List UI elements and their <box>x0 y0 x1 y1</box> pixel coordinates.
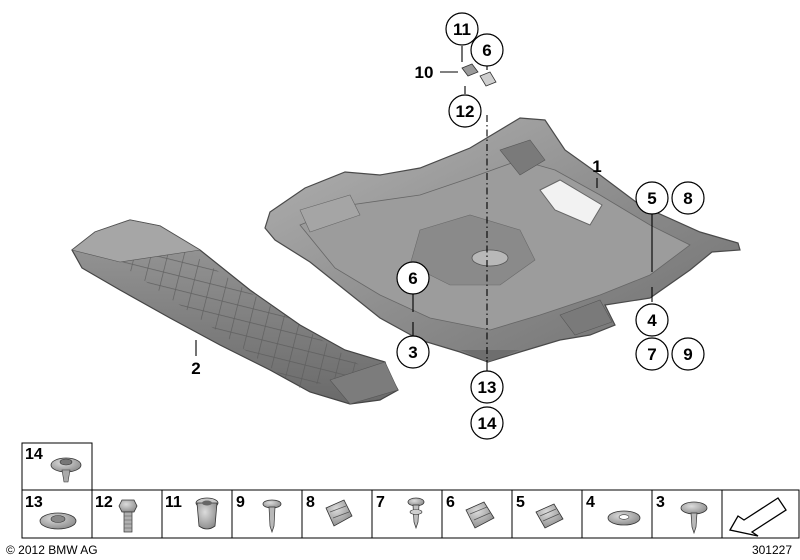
washer-icon <box>607 510 641 526</box>
bracket-parts <box>461 63 497 87</box>
parts-cell: 9 <box>236 494 282 534</box>
callout-6-mid: 6 <box>396 261 430 295</box>
callout-7: 7 <box>635 337 669 371</box>
grommet-icon <box>195 497 219 530</box>
svg-text:13: 13 <box>478 378 497 397</box>
svg-text:6: 6 <box>482 41 491 60</box>
parts-cell <box>728 497 787 537</box>
callout-9: 9 <box>671 337 705 371</box>
parts-cell: 3 <box>656 494 708 535</box>
hex-bolt-icon <box>118 499 138 533</box>
parts-cell: 14 <box>25 446 82 483</box>
callout-2: 2 <box>191 359 200 378</box>
callout-10: 10 <box>415 63 434 82</box>
svg-text:10: 10 <box>415 63 434 82</box>
svg-text:4: 4 <box>586 494 595 511</box>
svg-text:1: 1 <box>592 157 601 176</box>
svg-text:14: 14 <box>478 414 497 433</box>
parts-cell: 8 <box>306 494 353 527</box>
parts-cell: 4 <box>586 494 641 526</box>
callout-11: 11 <box>445 12 479 46</box>
svg-text:5: 5 <box>516 494 525 511</box>
svg-text:13: 13 <box>25 494 43 511</box>
svg-text:9: 9 <box>236 494 245 511</box>
svg-text:7: 7 <box>647 345 656 364</box>
spring-nut-icon <box>535 503 564 529</box>
diagram-number: 301227 <box>752 543 792 557</box>
parts-cell: 6 <box>446 494 495 529</box>
screw-with-washer-icon <box>680 501 708 535</box>
callout-6-top: 6 <box>470 33 504 67</box>
svg-text:3: 3 <box>408 343 417 362</box>
svg-text:11: 11 <box>165 494 182 511</box>
callout-5: 5 <box>635 181 669 215</box>
body-screw-icon <box>407 497 425 530</box>
copyright-text: © 2012 BMW AG <box>6 543 98 557</box>
svg-text:11: 11 <box>453 20 471 39</box>
svg-text:12: 12 <box>456 102 475 121</box>
svg-text:6: 6 <box>446 494 455 511</box>
rivet-nut-icon <box>50 457 82 483</box>
svg-text:2: 2 <box>191 359 200 378</box>
svg-text:7: 7 <box>376 494 385 511</box>
parts-cell: 7 <box>376 494 425 530</box>
callout-12: 12 <box>448 94 482 128</box>
leader-lines <box>195 46 653 372</box>
spring-nut-icon <box>325 499 353 527</box>
callout-3: 3 <box>396 335 430 369</box>
svg-text:12: 12 <box>95 494 113 511</box>
svg-text:3: 3 <box>656 494 665 511</box>
callout-8: 8 <box>671 181 705 215</box>
svg-text:9: 9 <box>683 345 692 364</box>
front-shield <box>71 219 399 405</box>
svg-text:5: 5 <box>647 189 656 208</box>
svg-text:8: 8 <box>306 494 315 511</box>
callout-1: 1 <box>592 157 601 176</box>
arrow-icon <box>728 497 787 537</box>
svg-text:4: 4 <box>647 311 657 330</box>
callout-4: 4 <box>635 303 669 337</box>
callout-14: 14 <box>470 406 504 440</box>
svg-text:14: 14 <box>25 446 43 463</box>
svg-text:6: 6 <box>408 269 417 288</box>
expanding-rivet-icon <box>39 512 77 530</box>
spring-nut-icon <box>465 501 495 529</box>
parts-cell: 11 <box>165 494 219 530</box>
callout-13: 13 <box>470 370 504 404</box>
parts-cell: 13 <box>25 494 77 530</box>
svg-text:8: 8 <box>683 189 692 208</box>
parts-cell: 5 <box>516 494 564 529</box>
underbody-panel <box>264 117 741 363</box>
parts-table: 14 13 12 11 <box>21 442 800 539</box>
parts-cell: 12 <box>95 494 138 533</box>
screw-with-washer-icon <box>262 499 282 534</box>
